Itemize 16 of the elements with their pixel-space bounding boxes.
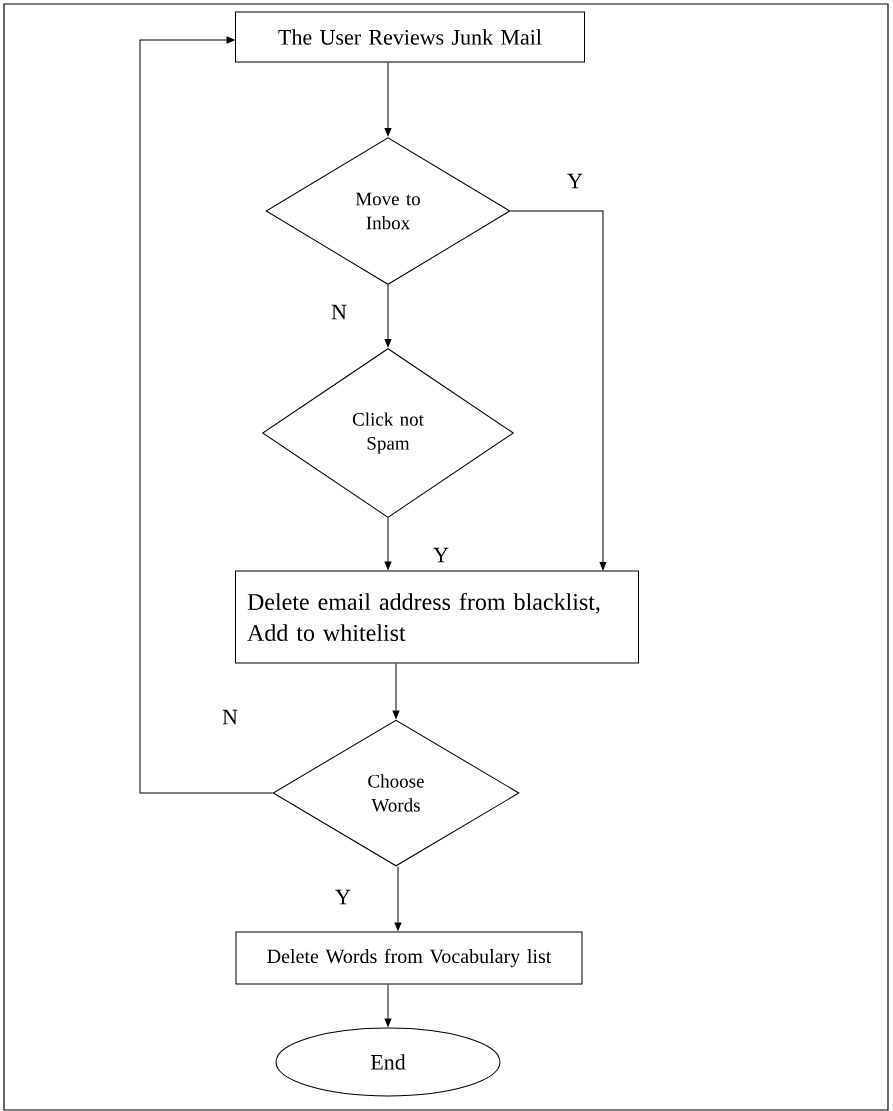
process-box: Delete Words from Vocabulary list — [235, 931, 583, 985]
edge-label: Y — [334, 888, 352, 906]
arrow — [394, 866, 402, 931]
edge-label: N — [221, 708, 239, 726]
arrow — [392, 663, 400, 719]
arrow — [384, 62, 392, 137]
process-box: The User Reviews Junk Mail — [235, 11, 585, 63]
arrow — [384, 284, 392, 348]
process-box: Delete email address from blacklist, Add to whitelist — [235, 570, 639, 664]
edge-label: Y — [432, 546, 450, 564]
edge-label: Y — [566, 172, 584, 190]
arrow — [384, 517, 392, 570]
arrow — [384, 984, 392, 1027]
edge-label: N — [330, 303, 348, 321]
arrow — [139, 36, 273, 794]
arrow — [510, 210, 607, 571]
